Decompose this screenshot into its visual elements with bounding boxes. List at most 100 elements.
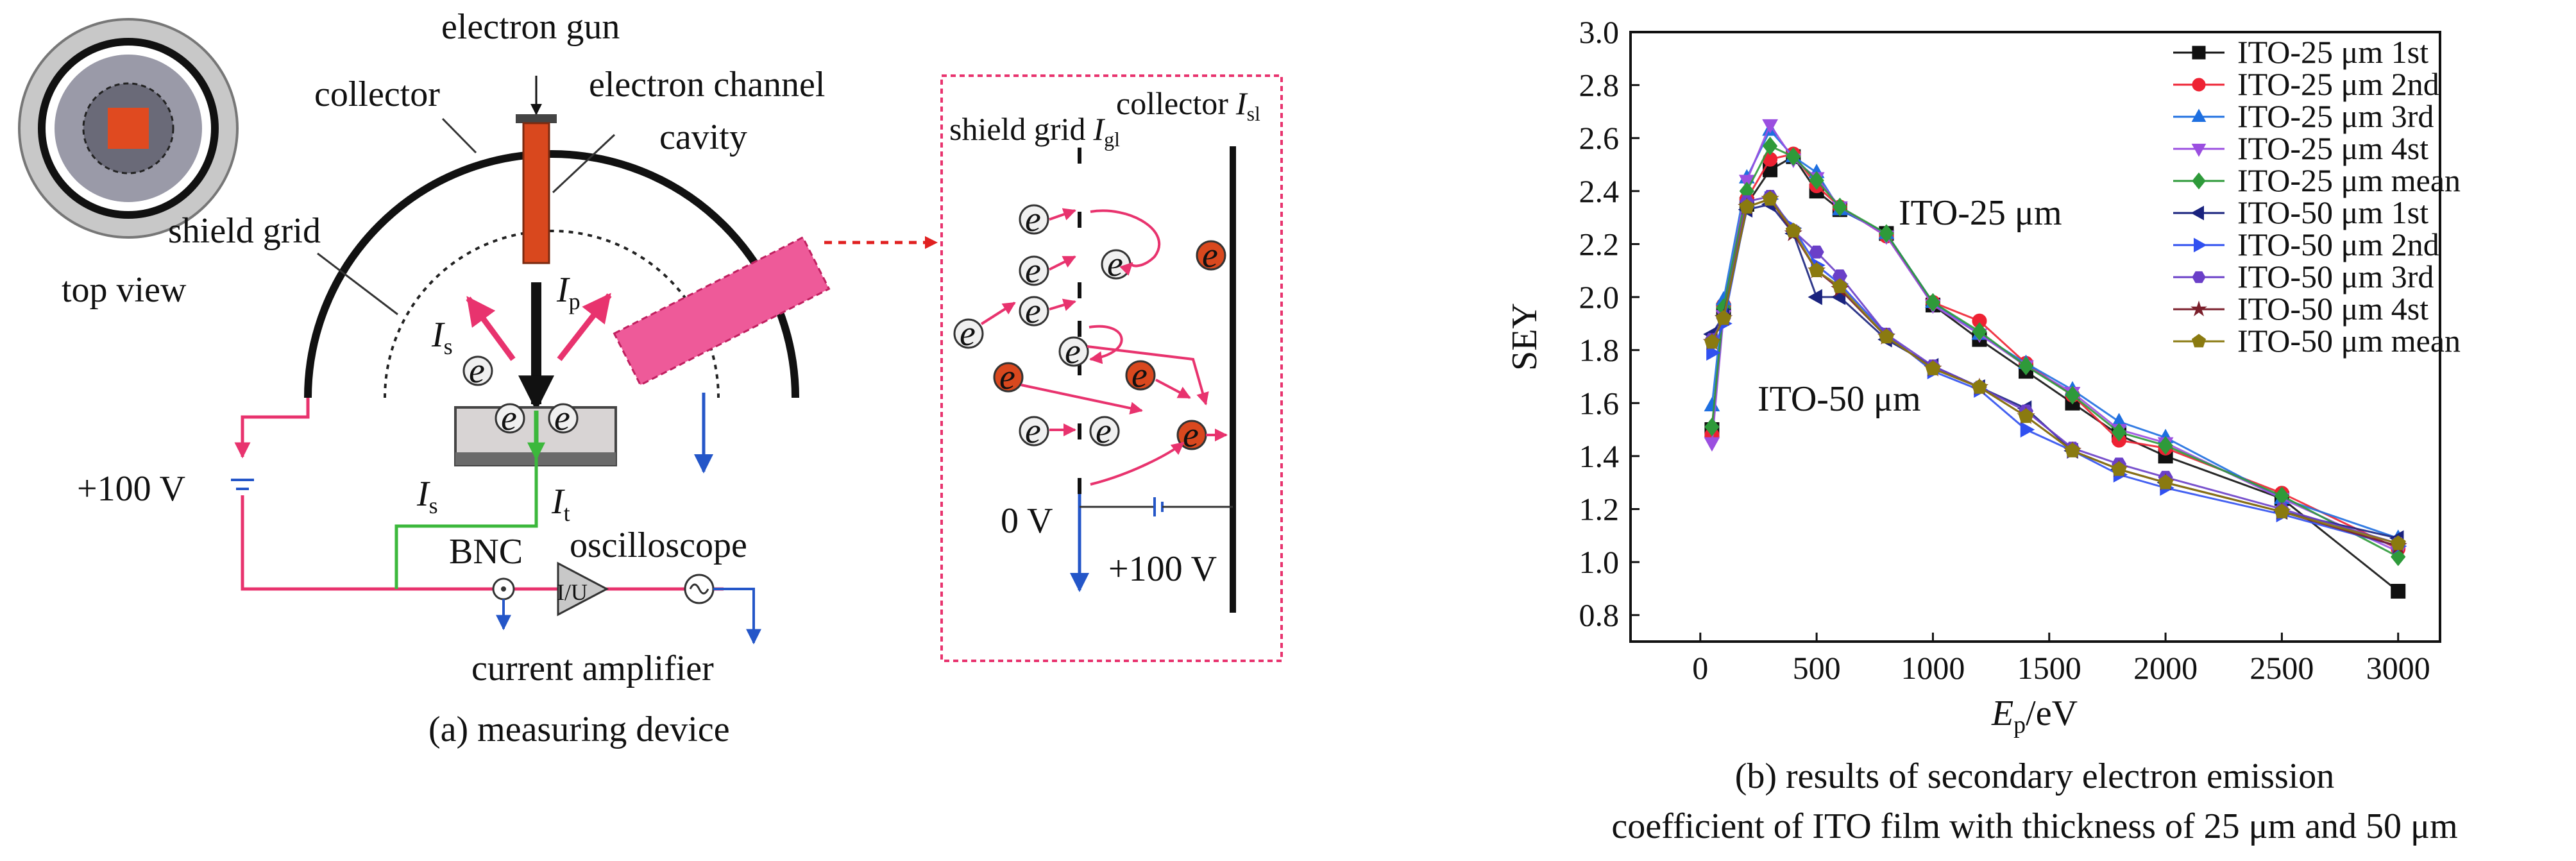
shield-grid-label: shield grid <box>168 211 321 251</box>
legend-label: ITO-25 μm 2nd <box>2237 66 2439 102</box>
data-point <box>2194 237 2207 253</box>
electron-label: e <box>999 357 1015 397</box>
data-point <box>2191 334 2207 348</box>
data-point <box>1832 278 1848 293</box>
caption-b-line2: coefficient of ITO film with thickness o… <box>1611 806 2457 846</box>
electron-label: e <box>1025 411 1041 451</box>
legend-item: ITO-25 μm mean <box>2173 162 2461 198</box>
x-tick-label: 1500 <box>2017 650 2081 686</box>
oscilloscope-label: oscilloscope <box>570 525 747 565</box>
electron-label: e <box>1065 332 1081 371</box>
data-point <box>2391 584 2406 599</box>
x-tick-label: 2500 <box>2250 650 2314 686</box>
data-point <box>2192 271 2206 284</box>
data-point <box>1762 191 1778 206</box>
legend-label: ITO-25 μm 4st <box>2237 130 2428 166</box>
y-tick-label: 2.6 <box>1579 120 1620 156</box>
electron-label: e <box>1025 200 1041 239</box>
y-tick-label: 2.2 <box>1579 226 1620 262</box>
data-point <box>2190 205 2204 221</box>
inset-plus100-label: +100 V <box>1108 549 1217 589</box>
annotation-ito-50: ITO-50 μm <box>1758 379 1921 419</box>
data-point <box>1786 147 1801 166</box>
electron-gun <box>516 114 557 123</box>
y-tick-label: 1.6 <box>1579 385 1620 421</box>
data-point <box>1762 119 1778 134</box>
data-point <box>1809 171 1824 190</box>
data-point <box>1715 310 1732 325</box>
legend-label: ITO-50 μm 1st <box>2237 194 2428 230</box>
shield-grid-arc <box>384 230 720 398</box>
legend-label: ITO-50 μm 4st <box>2237 291 2428 327</box>
electron-label: e <box>1025 251 1041 291</box>
ip-label: Ip <box>556 270 580 314</box>
y-tick-label: 1.4 <box>1579 438 1620 474</box>
y-tick-label: 2.4 <box>1579 173 1620 209</box>
data-point <box>1879 224 1894 243</box>
data-point <box>2158 436 2173 455</box>
data-point <box>1832 198 1848 217</box>
data-point <box>1762 137 1778 156</box>
data-point <box>2111 461 2127 476</box>
y-tick-label: 1.8 <box>1579 332 1620 368</box>
legend-item: ITO-25 μm 1st <box>2173 34 2428 70</box>
data-point <box>1878 328 1895 344</box>
y-tick-label: 1.0 <box>1579 544 1620 580</box>
electron-label: e <box>469 351 485 391</box>
inset-zero-volt-label: 0 V <box>1001 501 1053 541</box>
data-point <box>2390 535 2406 550</box>
electron-gun-label: electron gun <box>441 7 620 47</box>
detector-inset: e e e e e e e e e e e <box>940 74 1283 662</box>
data-point <box>1704 437 1720 452</box>
y-tick-label: 2.8 <box>1579 67 1620 103</box>
series-line <box>1711 195 2399 545</box>
inset-electrons: e e e e e e e e e e e <box>953 200 1226 455</box>
y-tick-label: 1.2 <box>1579 491 1620 527</box>
measuring-device-diagram: top view e e e <box>18 7 1283 749</box>
caption-a: (a) measuring device <box>428 710 730 749</box>
annotation-ito-25: ITO-25 μm <box>1899 193 2062 233</box>
data-point <box>2018 356 2034 375</box>
electron-icons: e e e <box>462 351 579 438</box>
electron-label: e <box>1131 355 1148 395</box>
legend-item: ITO-25 μm 2nd <box>2173 66 2439 102</box>
bnc-label: BNC <box>449 532 523 572</box>
data-point <box>1808 289 1822 305</box>
legend-item: ITO-50 μm 2nd <box>2173 226 2439 262</box>
data-point <box>1925 360 1941 375</box>
cavity-label: cavity <box>659 117 747 157</box>
electron-label: e <box>554 398 570 438</box>
data-point <box>2274 503 2290 518</box>
legend-label: ITO-50 μm mean <box>2237 323 2461 359</box>
data-point <box>2064 442 2081 457</box>
data-point <box>2020 422 2035 438</box>
x-tick-label: 2000 <box>2133 650 2198 686</box>
is-top-label: Is <box>431 315 453 359</box>
y-axis-label: SEY <box>1505 303 1545 371</box>
legend-item: ITO-50 μm 1st <box>2173 194 2428 230</box>
data-point <box>1704 417 1720 436</box>
legend-label: ITO-50 μm 2nd <box>2237 226 2439 262</box>
data-point <box>2192 172 2206 190</box>
legend-item: ITO-50 μm 4st <box>2173 291 2428 327</box>
it-label: It <box>551 482 570 526</box>
data-point <box>1809 245 1824 259</box>
data-point <box>1739 198 1755 214</box>
electron-label: e <box>1025 291 1041 331</box>
y-tick-label: 0.8 <box>1579 597 1620 633</box>
data-point <box>1706 345 1721 361</box>
series-layer <box>1702 119 2407 599</box>
data-point <box>2191 108 2207 122</box>
data-point <box>1785 223 1801 238</box>
is-bottom-label: Is <box>416 474 438 518</box>
x-tick-label: 1000 <box>1901 650 1965 686</box>
caption-b-line1: (b) results of secondary electron emissi… <box>1735 756 2335 796</box>
top-view-label: top view <box>62 270 187 310</box>
y-axis-ticks: 0.81.01.21.41.61.82.02.22.42.62.83.0 <box>1579 14 1640 633</box>
data-point <box>2111 423 2127 442</box>
